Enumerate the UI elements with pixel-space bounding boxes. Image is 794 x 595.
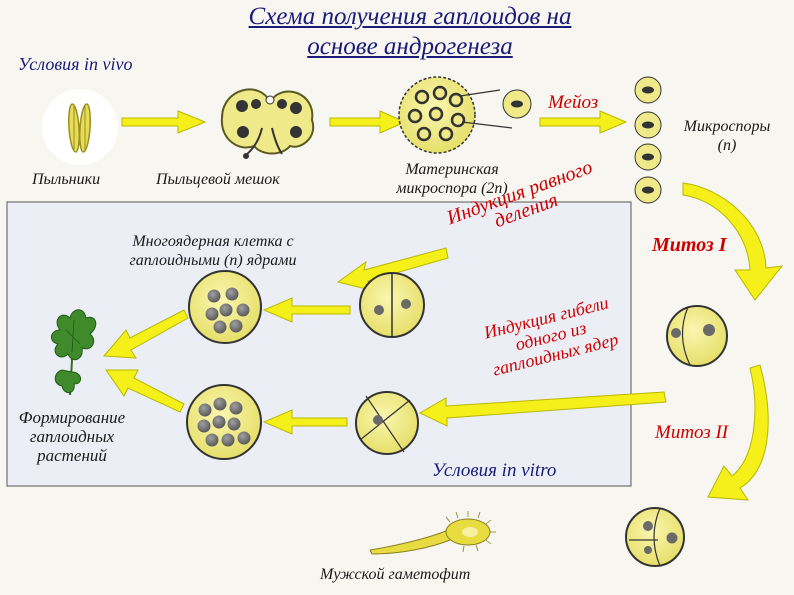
multinuclear-cell-top [188,270,262,344]
mother-microspore-image [398,76,532,154]
arrow-anthers-to-sac [121,110,207,134]
microspores-line-1: Микроспоры [683,118,771,135]
arrow-multi-bottom-to-plant [105,369,185,413]
multinuclear-line-1: Многоядерная клетка с [132,233,294,250]
formation-label: Формирование гаплоидных растений [6,408,138,465]
meiosis-label: Мейоз [548,92,599,113]
multinuclear-label: Многоядерная клетка с гаплоидными (n) яд… [88,232,338,270]
formation-line-1: Формирование [18,408,126,427]
arrow-multi-top-to-plant [102,309,189,359]
arrow-sac-to-mother [329,110,407,134]
mother-microspore-line-2: микроспора (2n) [396,180,508,197]
cell-nucleus-death [355,391,419,455]
title-line-1: Схема получения гаплоидов на [248,3,572,30]
microspores-image [634,76,662,204]
conditions-in-vitro-label: Условия in vitro [432,460,557,481]
cell-mitosis-1 [666,305,728,367]
multinuclear-line-2: гаплоидными (n) ядрами [129,252,297,269]
anthers-image [42,89,118,165]
mitosis-1-label: Митоз I [652,234,727,256]
pollen-sac-label: Пыльцевой мешок [156,171,280,188]
microspores-line-2: (n) [717,137,737,154]
arrow-death-to-multi [262,409,348,435]
microspores-label: Микроспоры (n) [664,117,790,155]
anthers-label: Пыльники [32,171,101,188]
male-gametophyte-label: Мужской гаметофит [320,566,471,583]
conditions-in-vivo-label: Условия in vivo [18,54,133,74]
mother-microspore-label: Материнская микроспора (2n) [372,160,532,198]
arrow-to-two-nucleus [336,247,449,291]
formation-line-3: растений [37,446,107,465]
arrow-to-death-cell [418,391,667,427]
pollen-sac-image [220,88,315,159]
male-gametophyte-image [369,511,496,555]
mitosis-2-label: Митоз II [655,422,729,443]
in-vitro-panel [6,201,632,487]
formation-line-2: гаплоидных [29,427,115,446]
cell-mitosis-2 [625,507,685,567]
page-title: Схема получения гаплоидов на основе андр… [150,2,670,62]
arrow-meiosis [539,110,628,134]
plant-image [51,309,97,396]
mother-microspore-line-1: Материнская [405,161,499,178]
arrow-mitosis-1 [682,182,784,301]
multinuclear-cell-bottom [186,384,262,460]
arrow-mitosis-2 [707,364,769,501]
arrow-equal-to-multi [262,297,351,323]
cell-equal-division [359,272,425,338]
title-line-2: основе андрогенеза [307,33,513,60]
